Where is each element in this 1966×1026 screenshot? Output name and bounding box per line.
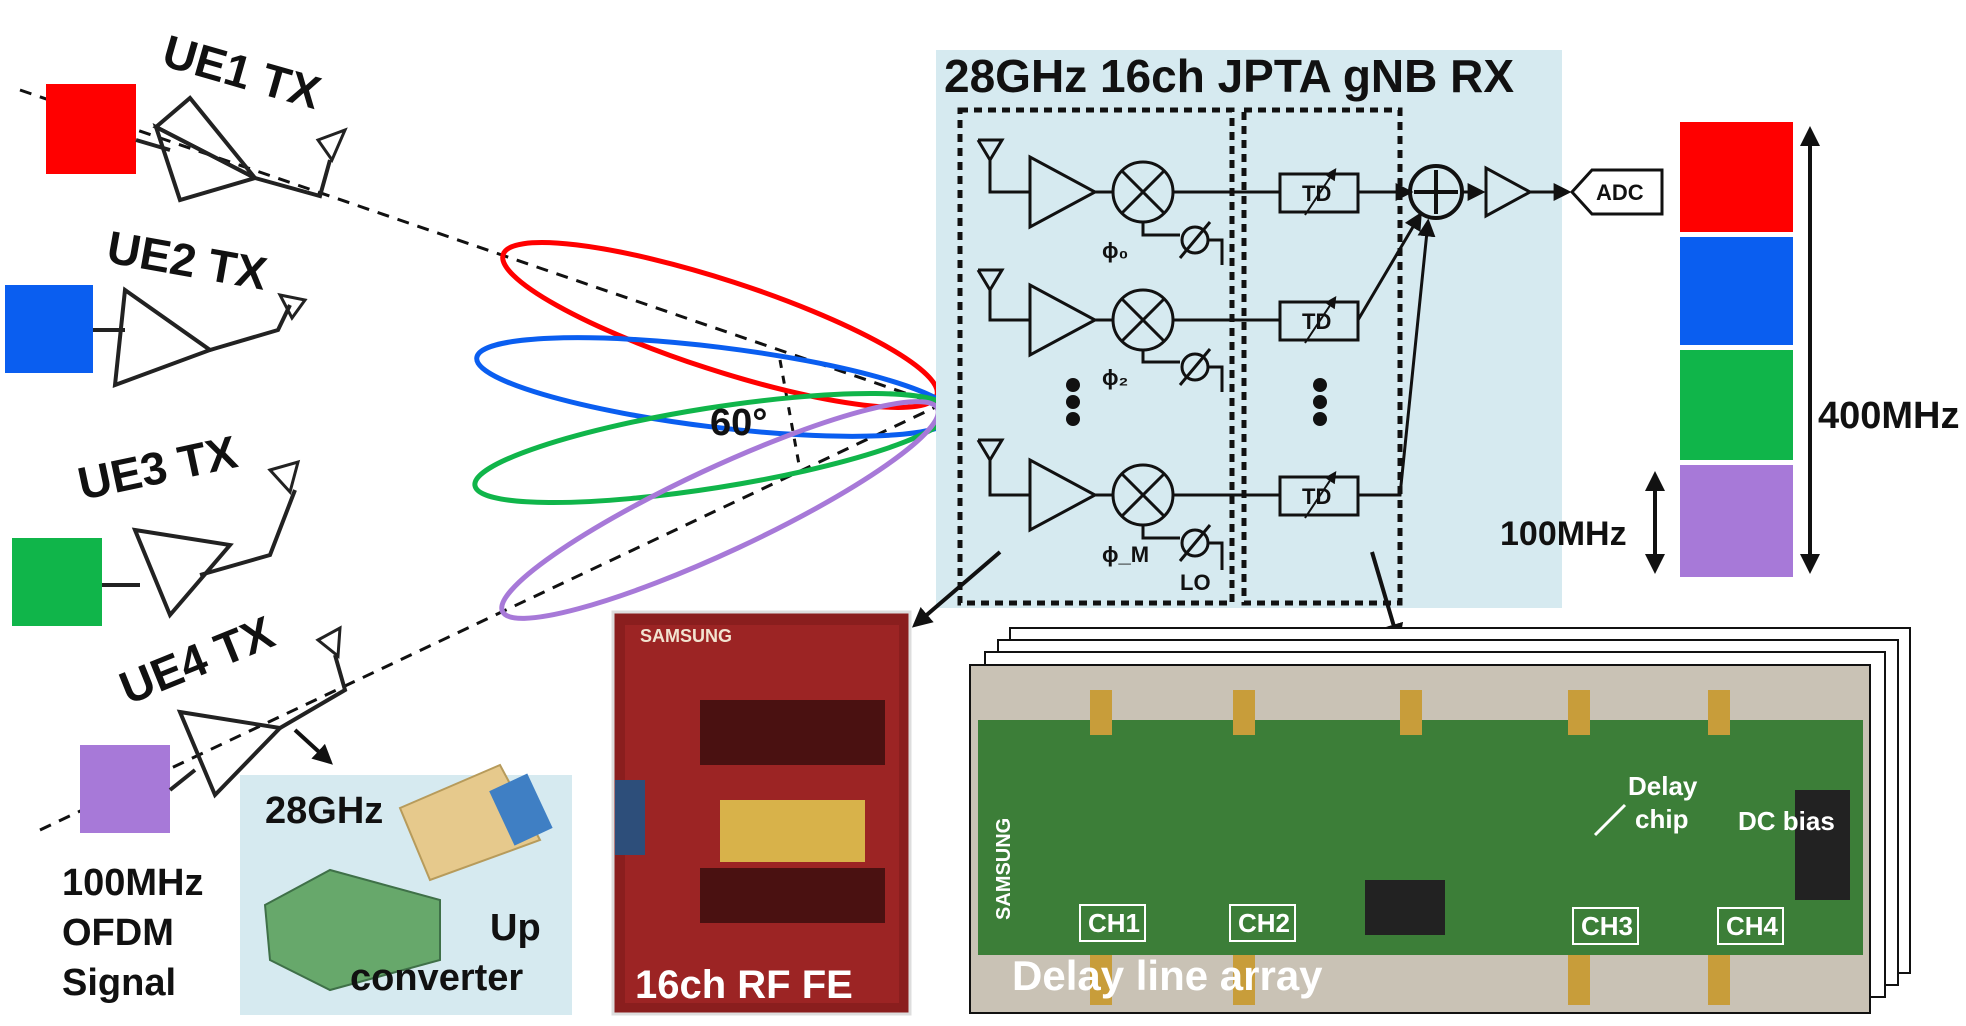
ue1-signal-block xyxy=(46,84,136,174)
beam-angle-label: 60° xyxy=(710,402,767,444)
delay-chip-pointer xyxy=(1593,803,1627,837)
delay-dashed-box xyxy=(1241,107,1403,606)
phase-label-0: ϕ₀ xyxy=(1102,238,1128,263)
delay-chip-label-1: Delay xyxy=(1628,771,1698,801)
ue2-label: UE2 TX xyxy=(103,221,271,300)
receiver-title: 28GHz 16ch JPTA gNB RX xyxy=(944,50,1514,102)
channel-bandwidth-label: 100MHz xyxy=(1500,515,1627,553)
angle-reference-line xyxy=(778,359,802,471)
phase-label-m: ϕ_M xyxy=(1102,542,1149,567)
td-label-2: TD xyxy=(1302,309,1331,334)
spectrum-band-4 xyxy=(1680,465,1793,577)
ue3-amplifier-icon xyxy=(131,527,234,619)
ue4-amplifier-icon xyxy=(176,709,285,799)
channel-label-3: CH3 xyxy=(1581,911,1633,941)
ue3-antenna-icon xyxy=(199,489,297,577)
delay-board-vendor: SAMSUNG xyxy=(993,818,1015,920)
spectrum-allocation: 400MHz 100MHz xyxy=(1500,122,1960,577)
dc-bias-label: DC bias xyxy=(1738,806,1835,836)
total-bandwidth-label: 400MHz xyxy=(1818,395,1960,437)
ue1-transmitter: UE1 TX xyxy=(46,25,348,203)
channel-ellipsis xyxy=(1066,378,1327,426)
adc-block xyxy=(1569,168,1664,216)
ue4-label: UE4 TX xyxy=(112,606,281,715)
ue4-to-upconverter-arrow xyxy=(293,728,333,765)
ue4-antenna-icon xyxy=(278,654,348,730)
signal-line-3: Signal xyxy=(62,962,176,1004)
ue2-amplifier-icon xyxy=(112,286,215,388)
receiver-block: 28GHz 16ch JPTA gNB RX ϕ₀ TD xyxy=(911,50,1664,644)
channel-label-4: CH4 xyxy=(1726,911,1779,941)
ue3-label: UE3 TX xyxy=(73,425,242,509)
phase-label-2: ϕ₂ xyxy=(1102,365,1128,390)
dc-bias-connector xyxy=(1795,790,1850,900)
ue1-antenna-icon xyxy=(254,159,332,199)
upconverter-line-1: Up xyxy=(490,907,541,949)
delay-chip-label-2: chip xyxy=(1635,804,1688,834)
ue4-signal-block xyxy=(80,745,170,833)
spectrum-band-1 xyxy=(1680,122,1793,232)
ue2-antenna-icon xyxy=(209,304,292,352)
signal-description: 100MHz OFDM Signal xyxy=(62,862,204,1004)
rf-frontend-dashed-box xyxy=(957,107,1235,606)
rx-channel-m: ϕ_M LO TD xyxy=(976,218,1436,595)
ue2-signal-block xyxy=(5,285,93,373)
upconverter-line-2: converter xyxy=(350,957,523,999)
adc-label: ADC xyxy=(1596,180,1644,205)
upconverter-panel: 28GHz Up converter xyxy=(240,763,572,1015)
output-amplifier-icon xyxy=(1484,165,1534,219)
rf-frontend-photo: SAMSUNG 16ch RF FE xyxy=(611,610,912,1016)
delay-line-photo: SAMSUNG CH1 CH2 CH3 CH4 Delay chip DC bi… xyxy=(969,627,1911,1014)
spectrum-band-3 xyxy=(1680,350,1793,460)
lo-label: LO xyxy=(1180,570,1211,595)
td-label-m: TD xyxy=(1302,484,1331,509)
ue1-beam-direction-line xyxy=(19,88,941,407)
channel-label-2: CH2 xyxy=(1238,908,1290,938)
rf-board-caption: 16ch RF FE xyxy=(635,963,853,1007)
signal-line-1: 100MHz xyxy=(62,862,204,904)
rf-board-vendor: SAMSUNG xyxy=(640,626,732,646)
receiver-background xyxy=(936,50,1562,608)
arrow-to-rf-board xyxy=(911,550,1002,628)
signal-line-2: OFDM xyxy=(62,912,174,954)
rx-antenna-icon xyxy=(976,138,1005,163)
spectrum-band-2 xyxy=(1680,237,1793,345)
ue2-transmitter: UE2 TX xyxy=(5,221,308,388)
upconverter-board xyxy=(263,868,441,992)
channel-label-1: CH1 xyxy=(1088,908,1140,938)
delay-board-caption: Delay line array xyxy=(1012,952,1323,999)
delay-connectors xyxy=(1090,690,1730,1005)
td-label-1: TD xyxy=(1302,181,1331,206)
ue3-signal-block xyxy=(12,538,102,626)
arrow-to-delay-board xyxy=(1370,551,1404,644)
upconverter-frequency: 28GHz xyxy=(265,790,383,832)
ue3-transmitter: UE3 TX xyxy=(12,425,301,626)
lna-icon xyxy=(1028,154,1099,230)
rx-channel-2: ϕ₂ TD xyxy=(976,211,1422,392)
rx-channel-1: ϕ₀ TD xyxy=(976,138,1414,265)
